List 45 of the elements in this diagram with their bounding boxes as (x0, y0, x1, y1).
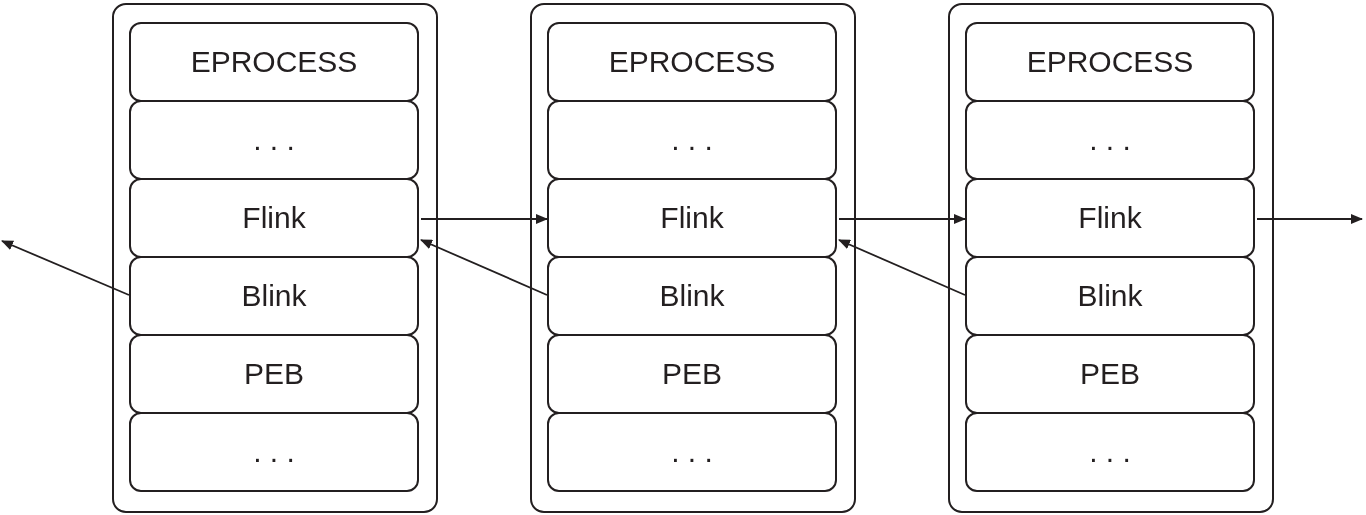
field-label: Blink (241, 279, 307, 313)
field-row (965, 178, 1255, 258)
field-label: . . . (253, 435, 295, 469)
arrow (838, 239, 966, 296)
field-row (129, 256, 419, 336)
outer-panel (530, 3, 856, 513)
field-row (129, 100, 419, 180)
field-row (129, 178, 419, 258)
outer-panel (112, 3, 438, 513)
field-row (965, 412, 1255, 492)
field-row (547, 22, 837, 102)
field-row (547, 100, 837, 180)
field-row (547, 256, 837, 336)
field-label: EPROCESS (1026, 45, 1194, 79)
field-label: . . . (671, 435, 713, 469)
field-row (129, 22, 419, 102)
field-label: Flink (1078, 201, 1142, 235)
field-row (129, 412, 419, 492)
field-label: Blink (659, 279, 725, 313)
field-label: Blink (1077, 279, 1143, 313)
field-label: PEB (662, 357, 722, 391)
arrow (1, 240, 130, 296)
field-row (129, 334, 419, 414)
field-label: Flink (660, 201, 724, 235)
field-label: . . . (671, 123, 713, 157)
field-row (547, 178, 837, 258)
field-label: Flink (242, 201, 306, 235)
field-row (965, 256, 1255, 336)
field-label: . . . (253, 123, 295, 157)
field-label: . . . (1089, 123, 1131, 157)
field-row (965, 334, 1255, 414)
field-label: EPROCESS (190, 45, 358, 79)
field-row (547, 412, 837, 492)
arrow (420, 239, 548, 296)
field-label: . . . (1089, 435, 1131, 469)
field-label: PEB (1080, 357, 1140, 391)
field-row (547, 334, 837, 414)
field-label: PEB (244, 357, 304, 391)
arrow (838, 214, 966, 224)
arrow (420, 214, 548, 224)
outer-panel (948, 3, 1274, 513)
field-row (965, 100, 1255, 180)
field-row (965, 22, 1255, 102)
field-label: EPROCESS (608, 45, 776, 79)
arrow (1256, 214, 1363, 224)
